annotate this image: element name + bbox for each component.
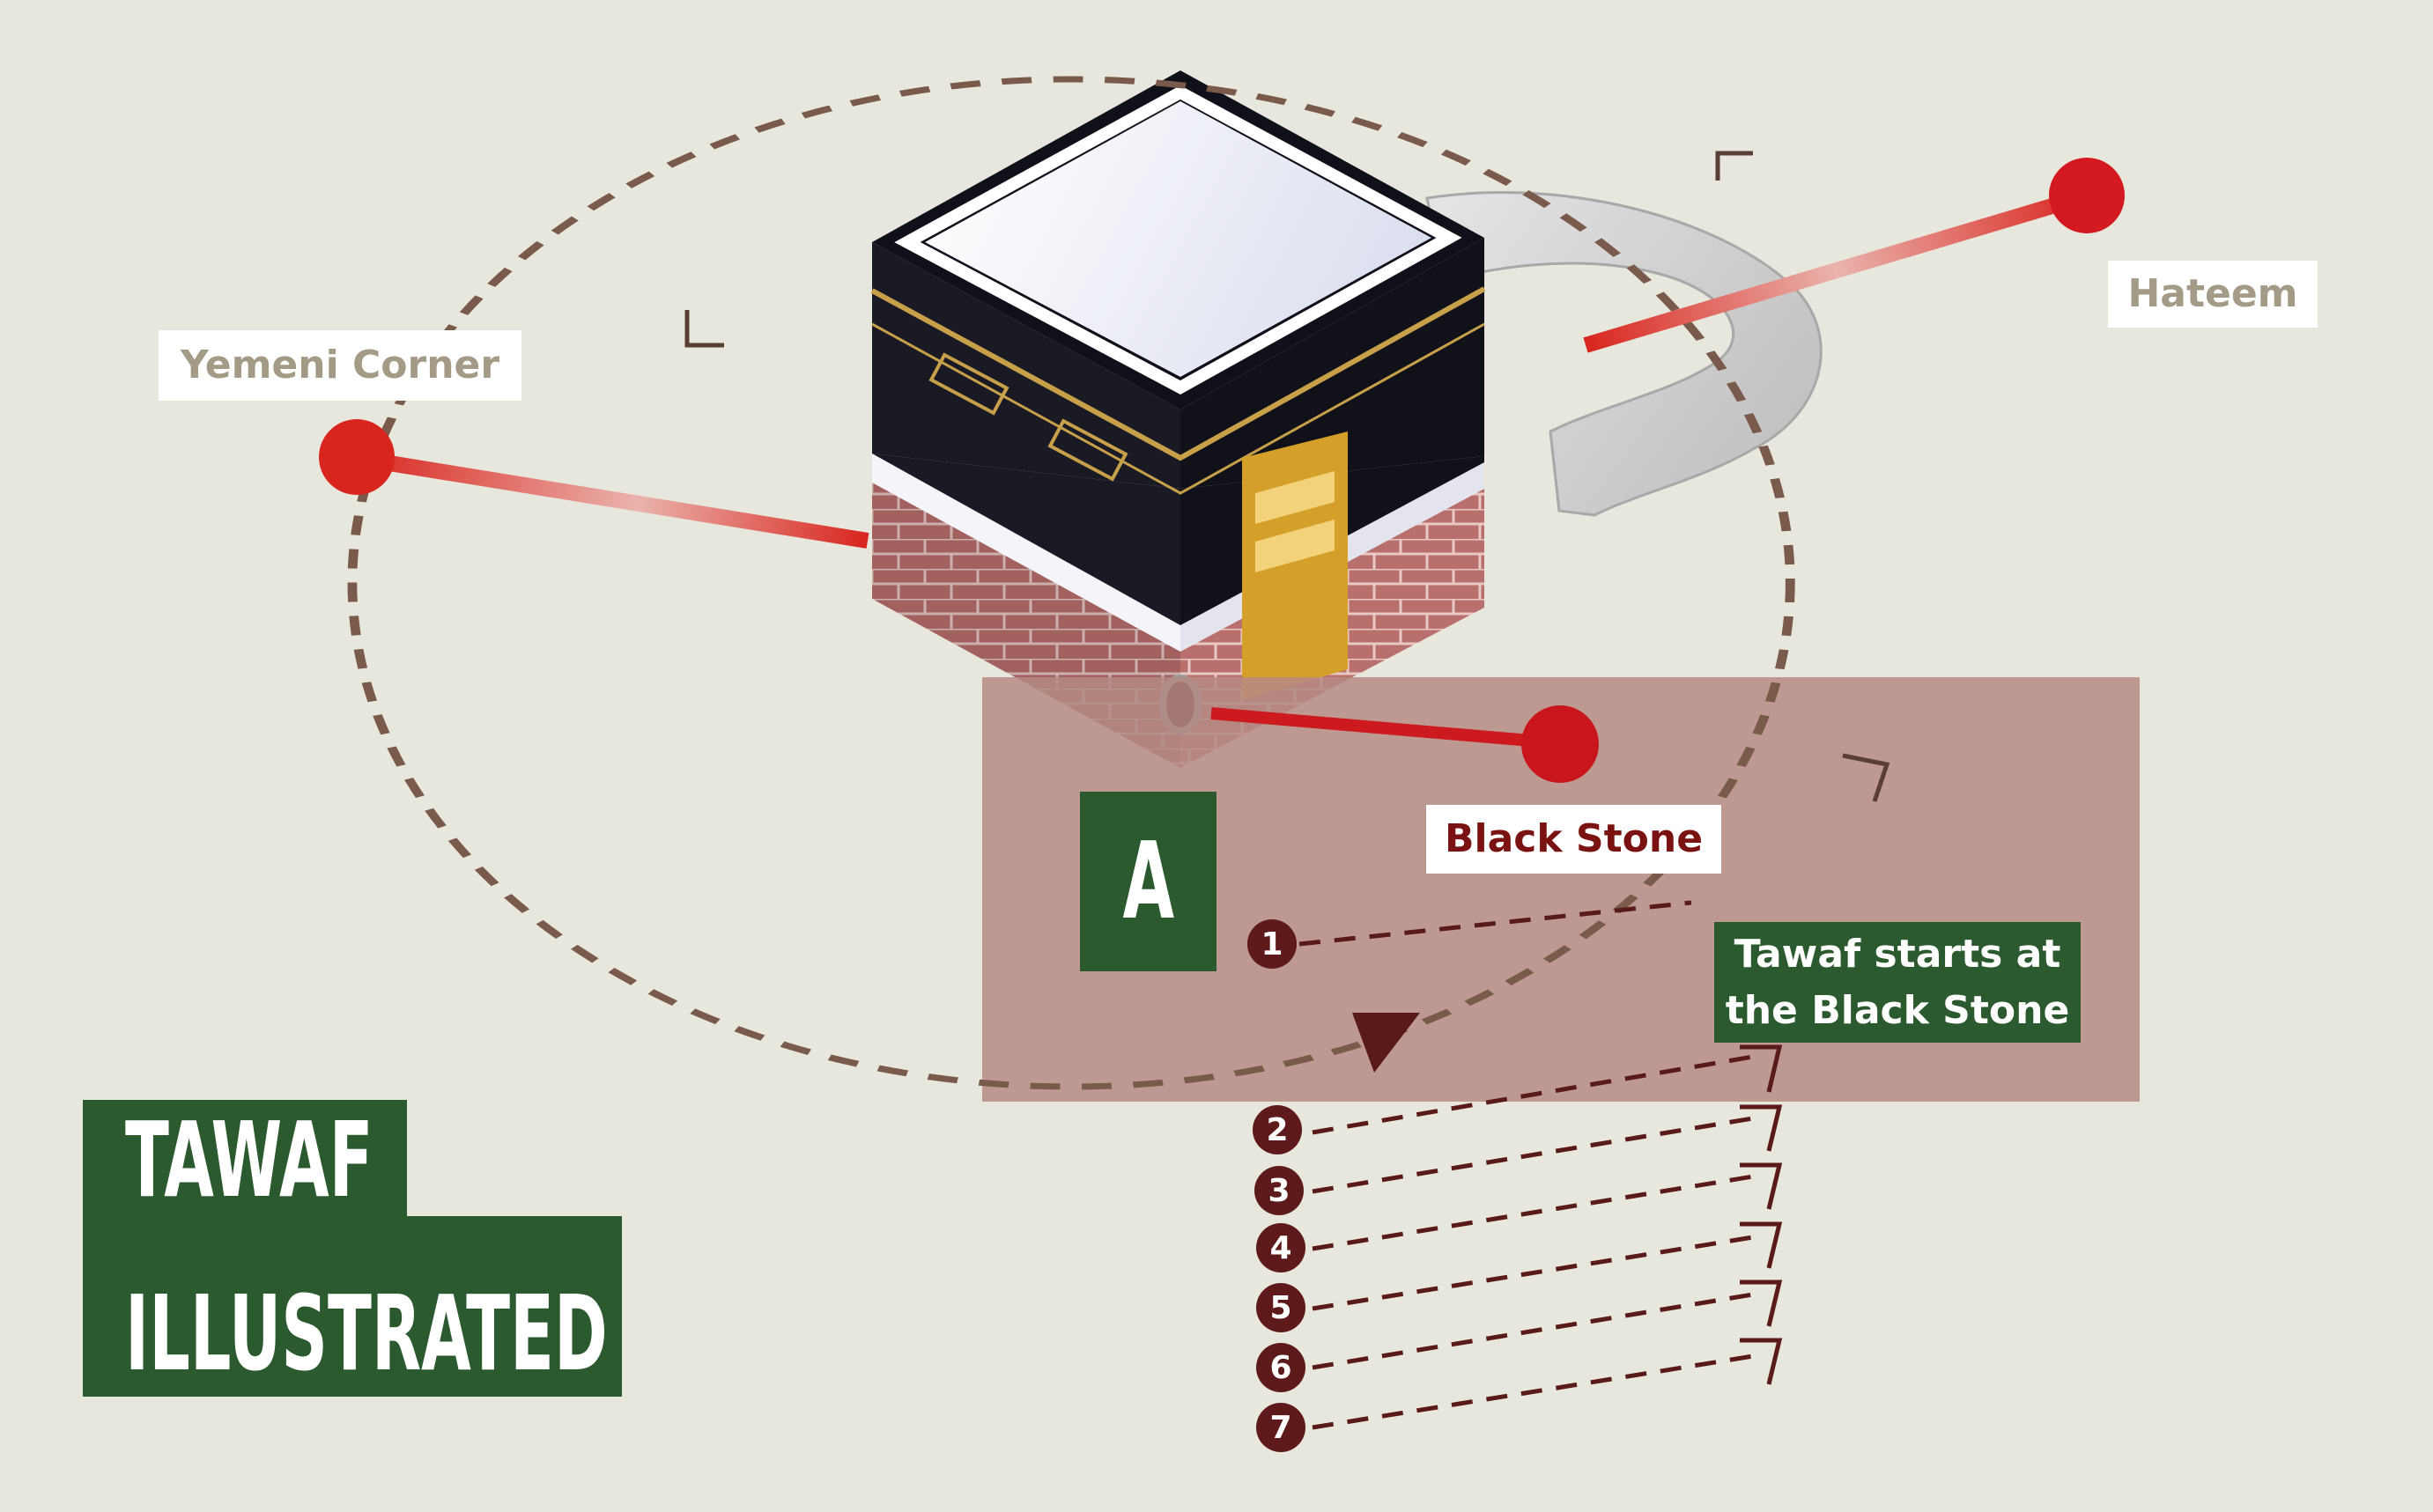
round-7-badge: 7: [1256, 1403, 1305, 1452]
tawaf-orbit-path: [347, 76, 1795, 1090]
round-6-badge: 6: [1256, 1343, 1305, 1392]
title-line-1-text: TAWAF: [125, 1098, 373, 1221]
hateem-wall: [1425, 191, 1823, 517]
direction-arrow-icon: [1352, 1013, 1420, 1073]
marker-a-text: A: [1122, 820, 1174, 943]
start-note-line1: Tawaf starts at: [1734, 931, 2061, 977]
round-2-badge: 2: [1253, 1105, 1302, 1154]
round-3-badge: 3: [1254, 1166, 1304, 1215]
round-paths: [1298, 900, 1754, 1430]
hateem-pointer: [1583, 158, 2125, 353]
title-line-2-text: ILLUSTRATED: [125, 1272, 608, 1394]
start-note-line2: the Black Stone: [1725, 987, 2070, 1033]
black-stone-label: Black Stone: [1426, 805, 1721, 874]
yemeni-pointer: [319, 419, 869, 549]
marker-a: A: [1080, 792, 1216, 971]
start-note: Tawaf starts at the Black Stone: [1714, 922, 2081, 1043]
kaaba-icon: [870, 70, 1486, 768]
black-stone-pointer: [1210, 705, 1599, 783]
hateem-label: Hateem: [2108, 261, 2318, 328]
title-line-1: TAWAF: [83, 1100, 407, 1219]
round-1-badge: 1: [1247, 919, 1297, 969]
orbit-arrow-heads: [684, 151, 1890, 802]
round-5-badge: 5: [1256, 1283, 1305, 1332]
yemeni-corner-label: Yemeni Corner: [159, 330, 521, 401]
title-line-2: ILLUSTRATED: [83, 1216, 622, 1397]
round-4-badge: 4: [1256, 1223, 1305, 1272]
round-arrow-heads: [1740, 1044, 1783, 1385]
